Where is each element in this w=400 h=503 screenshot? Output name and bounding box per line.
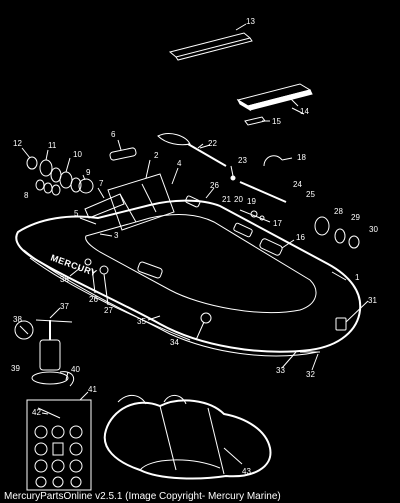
callout-12: 12 xyxy=(13,139,22,148)
part-pressure-gauge xyxy=(14,320,34,340)
callout-22: 22 xyxy=(208,139,217,148)
callout-42: 42 xyxy=(32,408,41,417)
callout-38: 38 xyxy=(13,315,22,324)
part-foot-pump xyxy=(31,319,75,387)
callout-27: 27 xyxy=(104,306,113,315)
callout-14: 14 xyxy=(300,107,309,116)
callout-1: 1 xyxy=(355,273,360,282)
leader-lines xyxy=(41,107,369,465)
part-valve-caps xyxy=(314,216,360,249)
callout-labels: 13 14 15 6 22 23 18 12 11 10 9 8 7 2 4 2… xyxy=(11,17,378,476)
callout-31: 31 xyxy=(368,296,377,305)
part-valve-assembly xyxy=(21,147,94,196)
callout-21: 21 xyxy=(222,195,231,204)
part-rod xyxy=(239,181,287,203)
callout-10: 10 xyxy=(73,150,82,159)
callout-32: 32 xyxy=(306,370,315,379)
callout-23: 23 xyxy=(238,156,247,165)
callout-9: 9 xyxy=(86,168,91,177)
callout-29: 29 xyxy=(351,213,360,222)
callout-26-top: 26 xyxy=(210,181,219,190)
part-repair-kit xyxy=(26,399,92,491)
callout-34: 34 xyxy=(170,338,179,347)
callout-30: 30 xyxy=(369,225,378,234)
callout-33: 33 xyxy=(276,366,285,375)
part-pin xyxy=(230,165,236,181)
callout-24: 24 xyxy=(293,180,302,189)
boat-hull xyxy=(15,173,362,357)
callout-26-bottom: 26 xyxy=(89,295,98,304)
callout-4: 4 xyxy=(177,159,182,168)
callout-18: 18 xyxy=(297,153,306,162)
callout-6: 6 xyxy=(111,130,116,139)
callout-2: 2 xyxy=(154,151,159,160)
part-handle xyxy=(109,139,137,161)
part-seat-plank xyxy=(168,23,253,61)
callout-5: 5 xyxy=(74,209,79,218)
callout-20: 20 xyxy=(234,195,243,204)
callout-40: 40 xyxy=(71,365,80,374)
callout-16: 16 xyxy=(296,233,305,242)
callout-19: 19 xyxy=(247,197,256,206)
part-bench-seat xyxy=(236,83,313,112)
part-oar xyxy=(157,133,227,167)
callout-17: 17 xyxy=(273,219,282,228)
callout-11: 11 xyxy=(48,141,57,150)
callout-13: 13 xyxy=(246,17,255,26)
callout-3: 3 xyxy=(114,231,119,240)
callout-36: 36 xyxy=(60,275,69,284)
callout-35: 35 xyxy=(137,317,146,326)
callout-8: 8 xyxy=(24,191,29,200)
part-oarlock-clip xyxy=(263,155,293,167)
part-carry-bag xyxy=(103,395,272,480)
part-strip xyxy=(244,116,270,126)
callout-25: 25 xyxy=(306,190,315,199)
callout-39: 39 xyxy=(11,364,20,373)
callout-15: 15 xyxy=(272,117,281,126)
copyright-footer: MercuryPartsOnline v2.5.1 (Image Copyrig… xyxy=(4,491,281,502)
part-transom-plate xyxy=(84,187,125,219)
callout-37: 37 xyxy=(60,302,69,311)
boat-brand-text: MERCURY xyxy=(49,252,98,278)
callout-41: 41 xyxy=(88,385,97,394)
callout-28: 28 xyxy=(334,207,343,216)
part-oarlock-hardware xyxy=(239,209,271,223)
callout-7: 7 xyxy=(99,179,104,188)
callout-43: 43 xyxy=(242,467,251,476)
